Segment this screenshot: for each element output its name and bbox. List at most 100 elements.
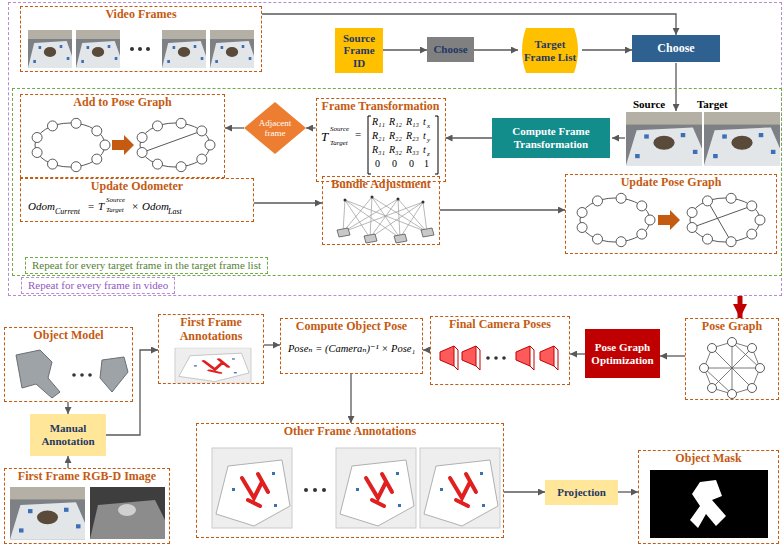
- box-title: Object Model: [33, 329, 103, 343]
- loop-label: Repeat for every frame in video: [22, 278, 174, 293]
- formula-term: t: [423, 117, 426, 127]
- box-title: First Frame Annotations: [158, 316, 264, 344]
- formula-term: Odom: [142, 201, 169, 212]
- flow-arrow: [383, 49, 427, 50]
- flow-arrow: [474, 49, 518, 50]
- flow-arrow: [225, 127, 244, 128]
- step-box: Update Pose Graph: [565, 174, 777, 254]
- box-text: Projection: [557, 486, 606, 499]
- formula-term: Target: [330, 140, 348, 147]
- image-label: Source: [633, 99, 665, 110]
- flow-arrow: [660, 355, 685, 356]
- formula-term: x: [427, 123, 430, 130]
- box-text: Adjacent frame: [256, 118, 294, 139]
- box-title: Update Odometer: [91, 180, 183, 194]
- process-box: Choose: [427, 37, 474, 62]
- flow-arrow: [350, 374, 351, 423]
- step-box: Video Frames: [20, 6, 262, 72]
- box-text: Choose: [657, 42, 694, 56]
- flow-arrow: [440, 209, 565, 210]
- formula-term: Source: [106, 197, 125, 204]
- flow-arrow: [264, 344, 280, 345]
- formula-term: 0: [375, 159, 380, 169]
- loop-label: Repeat for every target frame in the tar…: [26, 258, 267, 273]
- formula-term: R₃₂: [389, 145, 402, 155]
- formula-term: 1: [424, 159, 429, 169]
- formula-term: t: [423, 145, 426, 155]
- step-box: First Frame RGB-D Image: [4, 468, 170, 544]
- process-box: Projection: [545, 480, 618, 505]
- step-box: Compute Object PosePoseₙ = (Cameraₙ)⁻¹ ×…: [280, 318, 423, 374]
- box-text: Compute Frame Transformation: [496, 125, 606, 150]
- formula-term: R₂₁: [372, 131, 385, 141]
- step-box: First Frame Annotations: [158, 314, 264, 384]
- flow-arrow: [423, 349, 430, 350]
- formula-term: y: [427, 137, 430, 144]
- box-text: Target Frame List: [522, 38, 578, 63]
- formula-term: R₃₁: [372, 145, 385, 155]
- box-title: First Frame RGB-D Image: [18, 470, 156, 484]
- formula-term: 0: [392, 159, 397, 169]
- flow-arrow: [254, 202, 322, 203]
- formula-term: =: [88, 201, 94, 212]
- flow-arrow: [570, 353, 585, 354]
- data-shape: Target Frame List: [518, 28, 582, 73]
- step-box: Object Model: [4, 327, 133, 402]
- formula-term: =: [355, 129, 361, 140]
- formula-term: R₂₂: [389, 131, 402, 141]
- step-box: Bundle Adjustment: [322, 176, 440, 245]
- box-title: Pose Graph: [702, 320, 762, 334]
- step-box: Final Camera Poses: [430, 316, 570, 385]
- flow-arrow: [306, 127, 316, 128]
- step-box: Other Frame Annotations: [196, 423, 504, 538]
- box-title: Object Mask: [675, 452, 741, 466]
- step-box: Add to Pose Graph: [20, 94, 225, 178]
- process-box: Choose: [632, 35, 720, 62]
- image-label: Target: [697, 99, 728, 110]
- process-box: Manual Annotation: [30, 414, 106, 456]
- formula-term: z: [427, 151, 430, 158]
- formula-term: Last: [168, 208, 182, 216]
- box-title: Frame Transformation: [322, 100, 440, 114]
- formula-term: Source: [330, 126, 349, 133]
- box-title: Compute Object Pose: [296, 320, 407, 334]
- formula-term: Current: [55, 208, 80, 216]
- formula-term: ×: [132, 201, 138, 212]
- formula-term: T: [321, 130, 328, 143]
- formula-term: R₃₃: [406, 145, 419, 155]
- formula-term: Target: [106, 207, 124, 214]
- formula: Poseₙ = (Cameraₙ)⁻¹ × Pose₁: [288, 343, 415, 355]
- step-box: Object Mask: [638, 450, 779, 544]
- flow-arrow: [504, 491, 545, 492]
- box-title: Add to Pose Graph: [73, 96, 171, 110]
- flow-arrow: [67, 456, 68, 468]
- formula-term: T: [98, 201, 104, 212]
- box-text: Source Frame ID: [339, 32, 379, 70]
- formula-term: R₁₂: [389, 117, 402, 127]
- box-title: Other Frame Annotations: [284, 425, 416, 439]
- flow-arrow: [262, 14, 676, 35]
- process-box: Source Frame ID: [335, 28, 383, 73]
- thick-arrow: [738, 296, 743, 318]
- formula-term: R₁₁: [372, 117, 385, 127]
- box-title: Video Frames: [105, 8, 176, 22]
- formula-term: Odom: [28, 201, 55, 212]
- formula-term: R₂₃: [406, 131, 419, 141]
- flow-arrow: [618, 491, 638, 492]
- flow-arrow: [106, 350, 158, 435]
- box-title: Update Pose Graph: [621, 176, 722, 190]
- box-text: Pose Graph Optimization: [589, 341, 656, 366]
- flow-arrow: [67, 402, 68, 414]
- box-text: Manual Annotation: [34, 422, 102, 447]
- flow-arrow: [582, 49, 632, 50]
- step-box: Pose Graph: [685, 318, 779, 400]
- formula-term: t: [423, 131, 426, 141]
- decision-diamond: Adjacent frame: [244, 102, 306, 154]
- box-title: Final Camera Poses: [449, 318, 551, 332]
- box-text: Choose: [433, 43, 467, 56]
- flow-arrow: [446, 137, 493, 138]
